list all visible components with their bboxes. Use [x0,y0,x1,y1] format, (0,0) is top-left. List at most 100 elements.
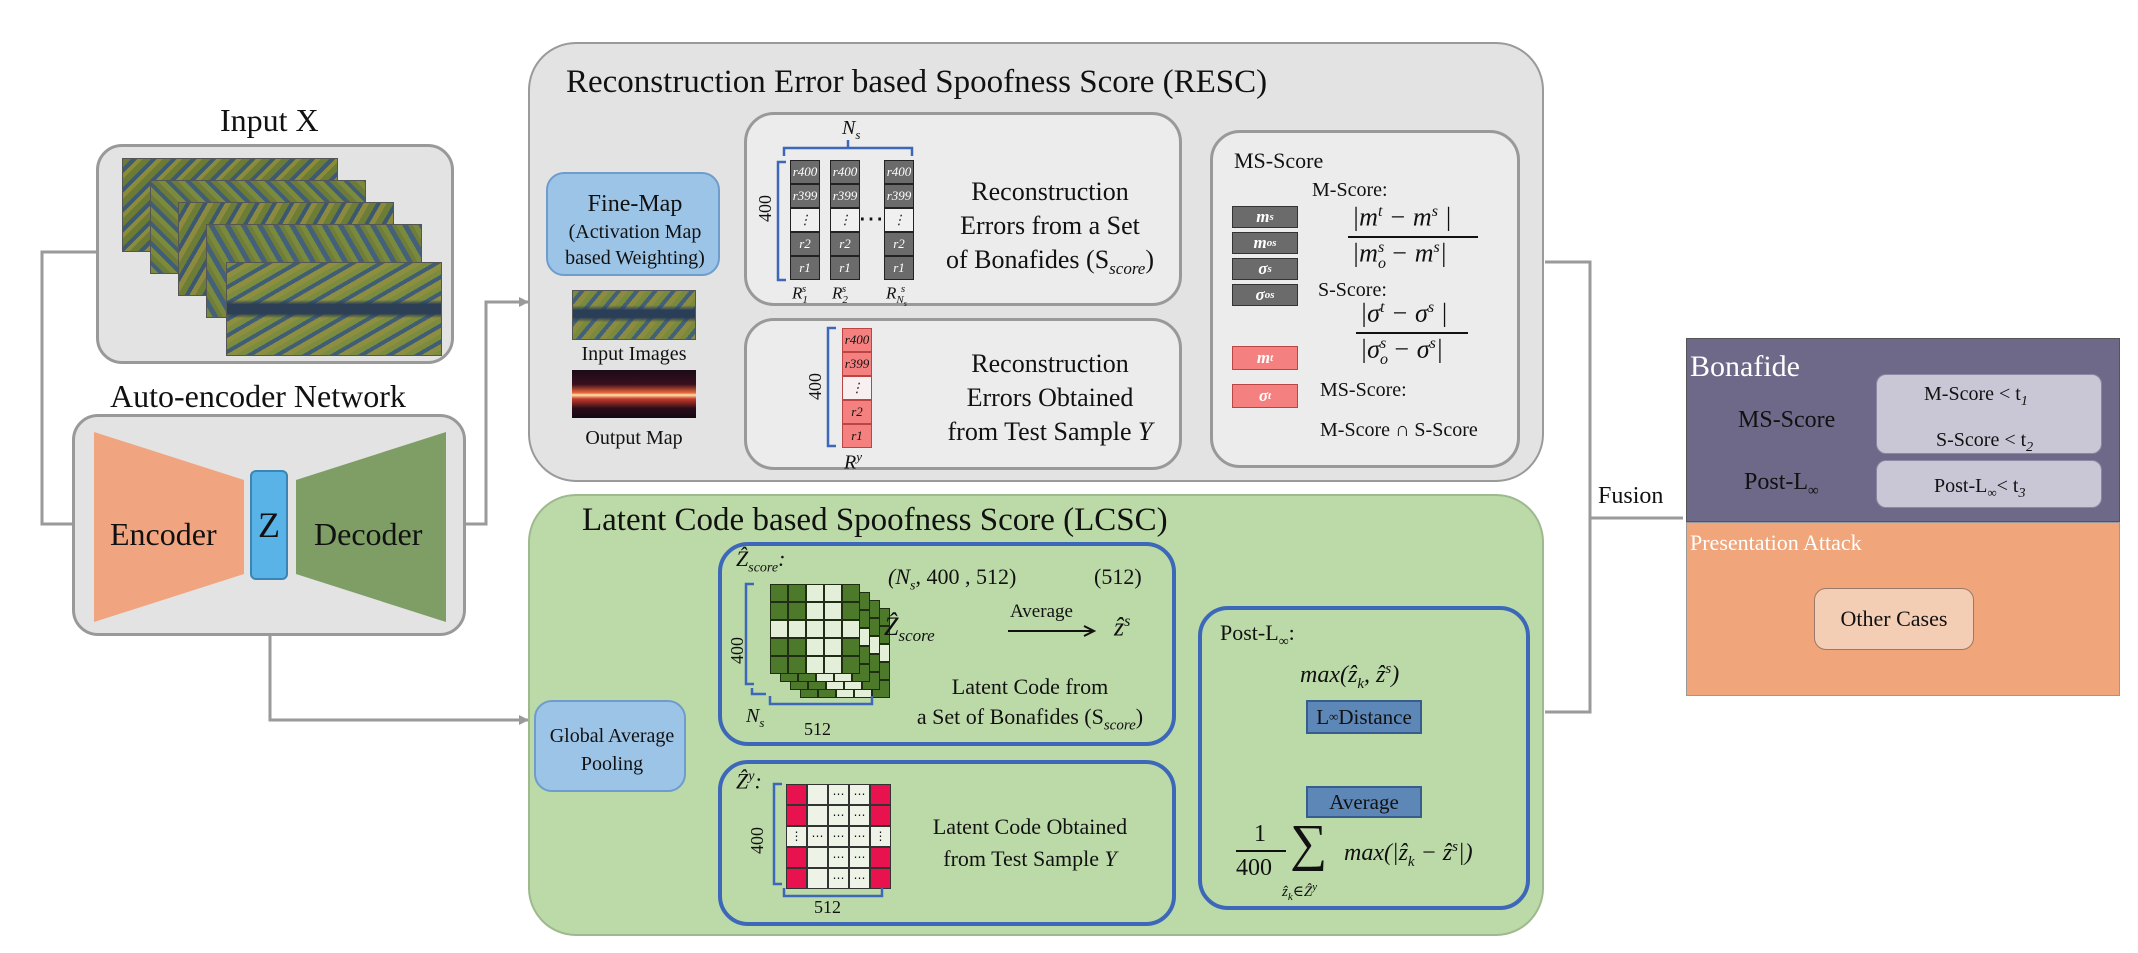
output-map-label: Output Map [585,427,683,449]
latent-test-cell [807,805,828,826]
ms-condition-box [1876,374,2102,454]
s-score-fraction-bar [1356,332,1468,334]
cond-post-text: Post-L [1934,475,1988,497]
ns-brace [782,140,914,156]
depth-bracket [776,160,786,282]
bonafide-errors-text-3c: ) [1145,245,1155,274]
decision-post-text: Post-L [1744,469,1809,495]
test-depth-400-label: 400 [805,373,825,400]
decision-post-label: Post-L∞ [1744,469,1819,499]
input-frame-5 [226,262,442,356]
resc-col-cell: ⋮ [830,208,860,232]
latent-bona-text-2a: a Set of Bonafides (S [916,704,1104,729]
s-score-numerator: |σt − σs | [1360,298,1448,328]
latent-cell [770,656,788,674]
m-score-fraction-bar [1348,236,1478,238]
average-arrow [1008,625,1097,637]
input-images-label: Input Images [581,343,687,365]
resc-col-cell: r1 [790,256,820,280]
latent-test-cell [807,868,828,889]
zscore-label: Ẑscore: [736,548,785,575]
latent-test-cell: ⋯ [828,805,849,826]
latent-cell [770,584,788,602]
cond-m-text: M-Score < t [1924,383,2021,405]
decision-ms-label: MS-Score [1738,407,1836,433]
zy-label: Ẑy: [736,770,762,792]
sum-subscript: ẑk∈Ẑy [1282,881,1318,903]
latent-bona-text-1: Latent Code from [951,674,1109,699]
latent-cell [842,602,860,620]
average-box: Average [1306,786,1422,818]
latent-test-cell: ⋯ [849,847,870,868]
latent-test-cell: ⋯ [849,868,870,889]
lcsc-title: Latent Code based Spoofness Score (LCSC) [582,502,1168,538]
ms-score-title: MS-Score [1234,148,1324,173]
shape-nz: (Ns, 400 , 512) [888,566,1016,593]
latent-ns-sub: s [759,715,765,730]
resc-test-cell: ⋮ [842,376,872,400]
m-score-denominator: |mos − ms| [1352,238,1447,272]
finemap-box: Fine-Map (Activation Map based Weighting… [546,172,720,276]
zscore-expr-a: Ẑ [884,612,899,641]
latent-test-cell [870,805,891,826]
depth-400-label: 400 [755,195,775,222]
decoder-shape [296,432,446,622]
resc-col-cell: r400 [830,160,860,184]
frac-bar [1236,850,1286,852]
ns-label-text: N [842,117,856,139]
latent-cell [824,638,842,656]
bonafide-title: Bonafide [1690,350,1800,383]
latent-cell [806,584,824,602]
latent-test-cell: ⋯ [807,826,828,847]
resc-test-cell: r2 [842,400,872,424]
gap-line1: Global Average [549,725,675,747]
latent-bona-text-2: a Set of Bonafides (Sscore) [892,704,1168,734]
ry-label: Ry [844,450,862,473]
finemap-line2: (Activation Map [568,221,702,243]
latent-bona-text-2b: score [1103,717,1136,734]
frac-den: 400 [1236,855,1272,881]
latent-ns-text: N [746,705,760,727]
linf-distance-box: L∞ Distance [1306,700,1422,734]
cond-s: S-Score < t2 [1936,429,2034,455]
latent-test-cell: ⋯ [828,784,849,805]
resc-col-cell: r1 [830,256,860,280]
linf-text: L [1316,704,1330,729]
input-title-text: Input X [220,102,319,138]
latent-test-text-2b: Y [1104,846,1117,871]
test-depth-bracket [826,326,836,448]
latent-cell [806,638,824,656]
resc-test-cell: r400 [842,328,872,352]
latent-test-400-label: 400 [747,827,767,854]
resc-col-label: R1s [792,283,808,307]
latent-cell [770,620,788,638]
bonafide-errors-text-3: of Bonafides (Sscore) [930,244,1170,280]
z-block: Z [250,470,288,580]
linf-inf: ∞ [1329,709,1339,724]
latent-test-cell: ⋯ [849,805,870,826]
resc-title: Reconstruction Error based Spoofness Sco… [566,64,1268,100]
post-max-b: , ẑ [1364,662,1386,688]
latent-test-cell [870,847,891,868]
attack-region [1686,522,2120,696]
zy-label-sup: y [748,769,755,784]
latent-cell [788,602,806,620]
latent-cell [770,602,788,620]
latent-cell [806,656,824,674]
latent-bonafide-brackets [744,582,874,706]
zscore-colon: : [778,546,786,571]
latent-cell [824,602,842,620]
m-score-numerator: |mt − ms | [1352,202,1452,232]
latent-test-cell [786,868,807,889]
resc-test-cell: r1 [842,424,872,448]
latent-test-text-2: from Test Sample Y [900,846,1160,872]
latent-test-cell [870,784,891,805]
latent-test-text-1: Latent Code Obtained [932,814,1128,839]
latent-cell [806,620,824,638]
post-linf-box [1198,606,1530,910]
